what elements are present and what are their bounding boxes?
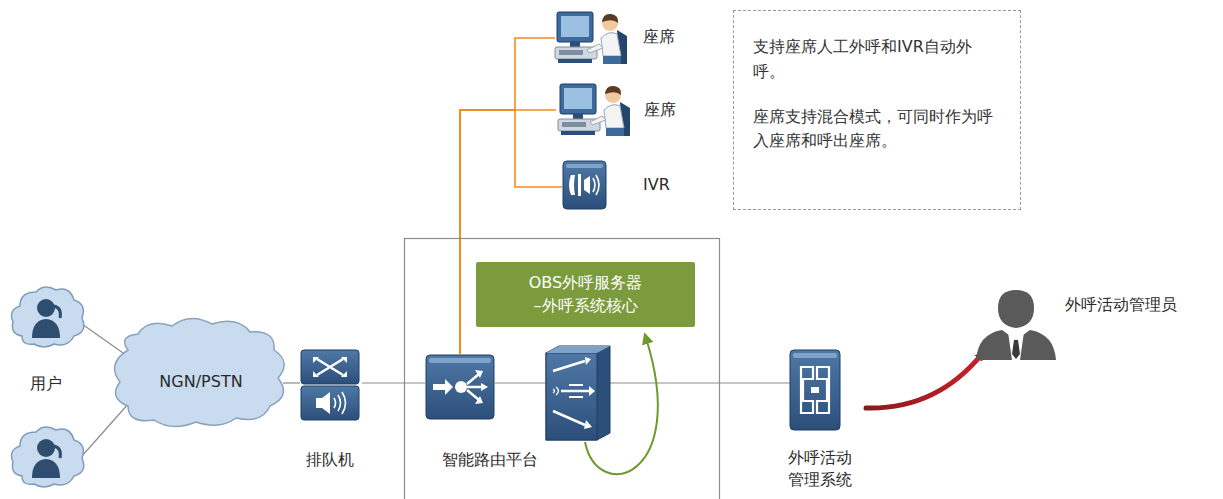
obs-server-box: OBS外呼服务器–外呼系统核心 <box>476 262 695 327</box>
admin-node: 外呼活动管理员 <box>972 285 1212 360</box>
router-node: 智能路由平台 <box>420 348 545 473</box>
agent-icon <box>558 84 630 136</box>
report-arrow <box>866 354 982 408</box>
queue-node: 排队机 <box>298 348 362 473</box>
node-label: IVR <box>643 174 670 196</box>
node-label: 外呼活动 管理系统 <box>780 447 860 490</box>
switch-icon <box>546 346 610 440</box>
link-line <box>283 382 300 383</box>
node-label: 智能路由平台 <box>442 449 538 471</box>
admin-icon <box>976 290 1056 360</box>
user-icon <box>12 287 84 347</box>
queue-icon <box>301 350 359 420</box>
node-body: –外呼系统核心 <box>486 294 685 317</box>
node-label: OBS外呼服务器 <box>486 271 685 294</box>
node-label: 外呼活动管理员 <box>1065 294 1177 316</box>
node-label: 支持座席人工外呼和IVR自动外呼。 <box>753 35 1002 85</box>
router-icon <box>426 355 494 419</box>
link-line <box>362 382 425 383</box>
ivr-icon <box>563 161 606 209</box>
node-body: 座席支持混合模式，可同时作为呼入座席和呼出座席。 <box>753 105 1002 155</box>
note-box: 支持座席人工外呼和IVR自动外呼。座席支持混合模式，可同时作为呼入座席和呼出座席… <box>733 10 1021 210</box>
ivr-node: IVR <box>560 157 675 215</box>
node-label: 座席 <box>644 99 676 121</box>
link-line <box>495 382 790 383</box>
node-label: 座席 <box>643 26 675 48</box>
network-cloud-node: NGN/PSTN <box>115 330 287 422</box>
user-group: 用户 <box>8 282 88 492</box>
agent-node: 座席 <box>556 80 681 142</box>
agent-node: 座席 <box>553 8 678 70</box>
node-label: NGN/PSTN <box>115 371 287 393</box>
mgmt-icon <box>790 350 840 430</box>
node-label: 排队机 <box>298 449 362 471</box>
platform-frame <box>405 239 720 499</box>
feedback-arrow <box>585 338 658 474</box>
node-label: 用户 <box>30 373 62 395</box>
agent-icon <box>555 12 627 64</box>
user-icon <box>12 427 84 487</box>
mgmt-node: 外呼活动 管理系统 <box>780 348 860 498</box>
